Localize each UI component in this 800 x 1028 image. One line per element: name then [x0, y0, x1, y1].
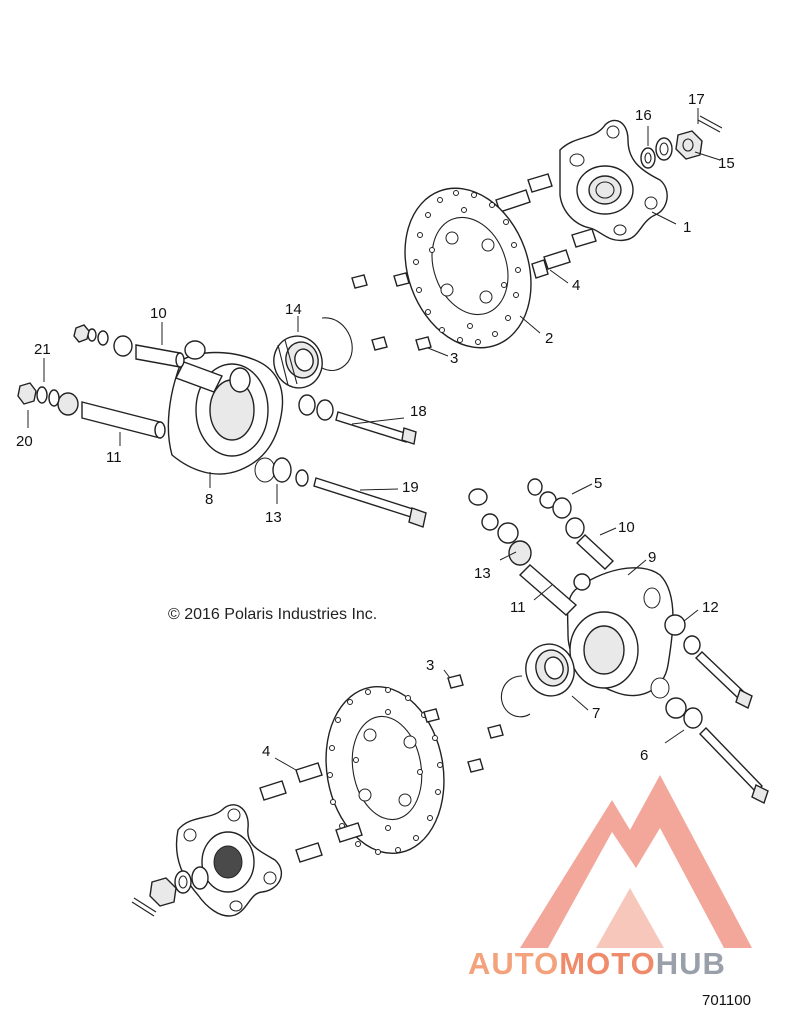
- brand-part-moto: MOTO: [559, 946, 656, 981]
- snap-ring-upper: [321, 317, 353, 372]
- callout-1: 1: [683, 219, 691, 236]
- callout-11-upper: 11: [106, 449, 122, 466]
- brake-disc-lower: [325, 685, 445, 855]
- hub-lower: [175, 804, 283, 917]
- callout-4-lower: 4: [262, 743, 270, 760]
- callout-12: 12: [702, 599, 719, 616]
- watermark-brand-text: AUTOMOTOHUB: [468, 946, 726, 982]
- watermark-logo-icon: [520, 775, 752, 948]
- callout-13-lower: 13: [474, 565, 491, 582]
- caliper-bolts-upper: [351, 272, 432, 351]
- bearing-lower: [525, 643, 575, 697]
- callout-16: 16: [635, 107, 652, 124]
- leader-lines: [27, 108, 721, 771]
- callout-7: 7: [592, 705, 600, 722]
- callout-3-lower: 3: [426, 657, 434, 674]
- bolts-upper: [272, 394, 427, 528]
- studs-upper: [495, 173, 597, 279]
- brand-part-hub: HUB: [655, 946, 726, 981]
- brand-part-auto: AUTO: [468, 946, 560, 981]
- callout-5: 5: [594, 475, 602, 492]
- callout-13-upper: 13: [265, 509, 282, 526]
- callout-6: 6: [640, 747, 648, 764]
- callout-20: 20: [16, 433, 33, 450]
- sleeves-lower: [468, 478, 615, 616]
- knuckle-upper: [167, 340, 284, 483]
- callout-2: 2: [545, 330, 553, 347]
- copyright-notice: © 2016 Polaris Industries Inc.: [168, 606, 378, 623]
- callout-19: 19: [402, 479, 419, 496]
- callout-10-upper: 10: [150, 305, 167, 322]
- caliper-bolts-lower: [423, 674, 504, 773]
- hub-upper: [559, 119, 668, 242]
- callout-21: 21: [34, 341, 51, 358]
- callout-9: 9: [648, 549, 656, 566]
- callout-4: 4: [572, 277, 580, 294]
- callout-14: 14: [285, 301, 302, 318]
- bolts-lower: [664, 614, 769, 804]
- washers-upper: [640, 115, 723, 169]
- bearing-upper: [273, 335, 323, 389]
- callout-8: 8: [205, 491, 213, 508]
- callout-11-lower: 11: [510, 599, 526, 616]
- callout-17: 17: [688, 91, 705, 108]
- callout-10-lower: 10: [618, 519, 635, 536]
- brake-disc-upper: [404, 187, 532, 349]
- callout-18: 18: [410, 403, 427, 420]
- studs-lower: [259, 762, 363, 863]
- figure-number: 701100: [702, 992, 751, 1009]
- callout-15: 15: [718, 155, 735, 172]
- snap-ring-lower: [500, 675, 531, 718]
- callout-labels: 1 2 3 4 5 6 7 8 9 10 10 11 11 12 13 13 1…: [16, 91, 735, 764]
- sleeves-left: [17, 324, 185, 439]
- knuckle-lower: [566, 567, 674, 699]
- washers-lower: [131, 866, 209, 917]
- callout-3: 3: [450, 350, 458, 367]
